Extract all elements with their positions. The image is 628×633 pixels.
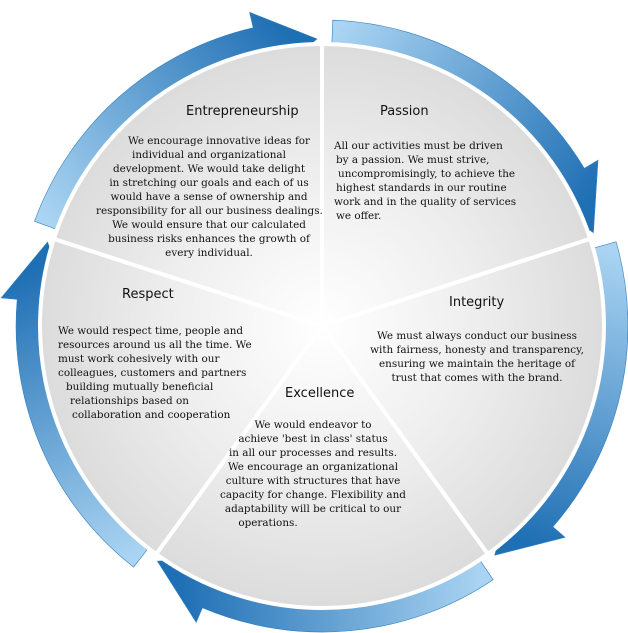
entrepreneurship-text: We encourage innovative ideas for indivi…	[96, 135, 323, 259]
excellence-title: Excellence	[285, 386, 355, 401]
entrepreneurship-segment	[51, 41, 324, 329]
entrepreneurship-title: Entrepreneurship	[186, 104, 299, 119]
integrity-title: Integrity	[449, 295, 505, 310]
passion-segment	[320, 41, 593, 329]
passion-text: All our activities must be driven by a p…	[334, 140, 517, 222]
respect-text: We would respect time, people and resour…	[58, 325, 252, 421]
integrity-text: We must always conduct our business with…	[370, 330, 584, 384]
segments-group	[38, 41, 606, 610]
respect-title: Respect	[122, 287, 174, 302]
respect-segment	[38, 236, 326, 557]
excellence-segment	[153, 322, 491, 610]
integrity-segment	[318, 236, 606, 557]
passion-title: Passion	[380, 104, 429, 119]
excellence-text: We would endeavor to achieve 'best in cl…	[220, 419, 406, 529]
